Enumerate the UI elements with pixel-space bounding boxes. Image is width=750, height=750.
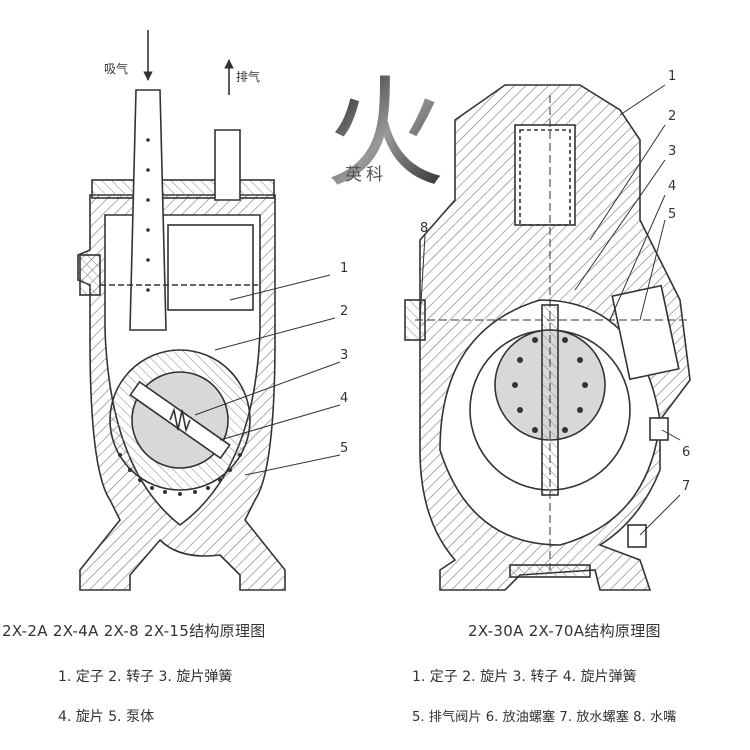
right-callout-4: 4 [668,179,676,194]
right-callout-5: 5 [668,207,676,222]
left-caption: 2X-2A 2X-4A 2X-8 2X-15结构原理图 [2,622,266,640]
left-callout-4: 4 [340,391,348,406]
right-pump [404,84,691,591]
oil-drain-plug [649,417,669,441]
right-legend-line1: 1. 定子 2. 旋片 3. 转子 4. 旋片弹簧 [412,669,637,685]
brand-logo: 火 英科 [325,65,445,204]
logo-glyph: 火 [325,65,445,204]
left-callout-3: 3 [340,348,348,363]
inlet-label: 吸气 [104,62,129,76]
top-chamber [514,124,576,226]
left-legend-line2: 4. 旋片 5. 泵体 [58,709,155,725]
left-callout-1: 1 [340,261,348,276]
vane-spring [169,407,191,433]
right-caption: 2X-30A 2X-70A结构原理图 [468,622,661,640]
right-callout-8: 8 [420,221,428,236]
right-callout-6: 6 [682,445,690,460]
right-legend-line2: 5. 排气阀片 6. 放油螺塞 7. 放水螺塞 8. 水嘴 [412,710,677,725]
left-pump [77,30,341,591]
right-callout-numbers: 1 2 3 4 5 6 7 8 [420,69,690,494]
left-legend-line1: 1. 定子 2. 转子 3. 旋片弹簧 [58,669,233,685]
left-callout-numbers: 1 2 3 4 5 [340,261,348,456]
left-callout-2: 2 [340,304,348,319]
right-callout-3: 3 [668,144,676,159]
exhaust-valve [611,284,680,381]
outlet-tube [214,129,241,201]
top-cover [91,179,275,199]
oil-chamber [167,224,254,311]
outlet-label: 排气 [236,70,261,84]
water-drain-plug [627,524,647,548]
logo-subtitle: 英科 [345,165,387,185]
right-callout-7: 7 [682,479,690,494]
inlet-tube [129,89,167,331]
left-callout-5: 5 [340,441,348,456]
right-callout-2: 2 [668,109,676,124]
right-callout-1: 1 [668,69,676,84]
